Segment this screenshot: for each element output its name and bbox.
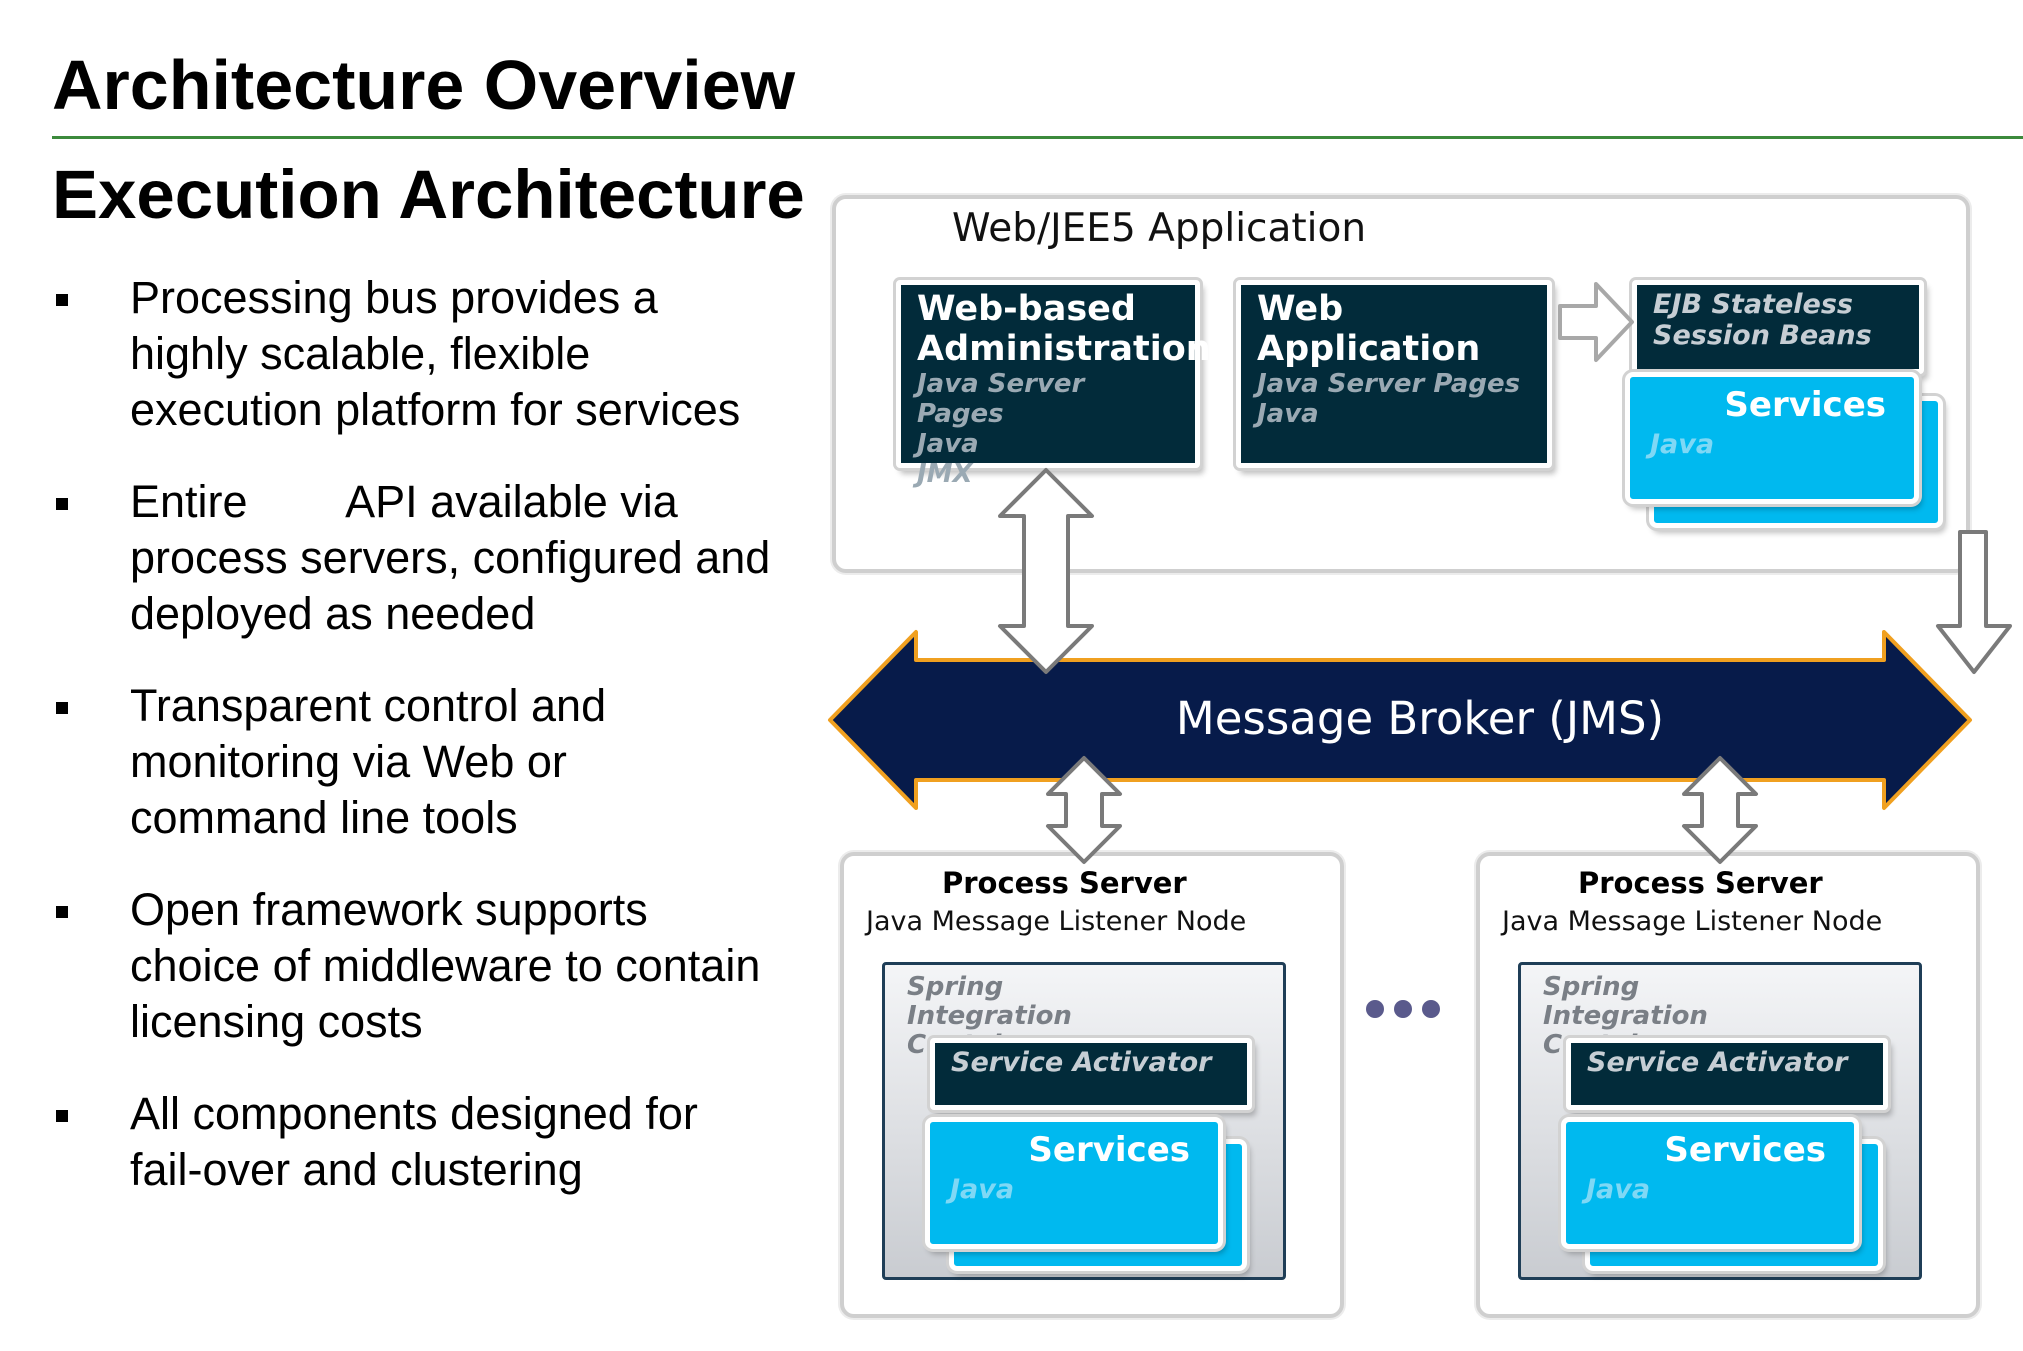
- services-tech: Java: [950, 1174, 1015, 1205]
- ellipsis-dot: [1422, 1000, 1440, 1018]
- ejb-stateless-session-beans-box: EJB Stateless Session Beans: [1632, 280, 1924, 374]
- web-based-administration-box: Web-based Administration Java Server Pag…: [896, 280, 1211, 489]
- service-activator-box: Service Activator: [1566, 1038, 1888, 1110]
- web-app-tech-line: Java: [1257, 399, 1319, 429]
- app-services-stack: Services Java: [1625, 372, 1945, 532]
- process-server-subtitle: Java Message Listener Node: [1502, 906, 1883, 937]
- bullet-marker: [56, 906, 68, 918]
- web-admin-tech-line: Java Server Pages: [917, 369, 1085, 429]
- web-admin-tech-line: Java: [917, 429, 979, 459]
- ejb-title: EJB Stateless Session Beans: [1653, 289, 1872, 351]
- bullet-item: Processing bus provides a highly scalabl…: [52, 270, 772, 438]
- bullet-item: Entire API available via process servers…: [52, 474, 772, 642]
- ellipsis-dot: [1394, 1000, 1412, 1018]
- bullet-item: Open framework supports choice of middle…: [52, 882, 772, 1050]
- process-server-subtitle: Java Message Listener Node: [866, 906, 1247, 937]
- process-services-stack: Services Java: [1561, 1117, 1891, 1277]
- message-broker-arrow: [828, 630, 1972, 810]
- web-application-box: Web Application Java Server Pages Java: [1236, 280, 1552, 468]
- service-activator-box: Service Activator: [930, 1038, 1252, 1110]
- service-activator-label: Service Activator: [951, 1047, 1212, 1078]
- web-app-tech-line: Java Server Pages: [1257, 369, 1521, 399]
- bullet-item: Transparent control and monitoring via W…: [52, 678, 772, 846]
- arrows-layer: [828, 282, 2012, 864]
- services-broker-down-arrow: [1936, 530, 2012, 674]
- process-server-title: Process Server: [942, 866, 1187, 900]
- slide-subtitle: Execution Architecture: [52, 156, 805, 233]
- services-card: Services Java: [925, 1117, 1223, 1249]
- services-card: Services Java: [1561, 1117, 1859, 1249]
- service-activator-label: Service Activator: [1587, 1047, 1848, 1078]
- bullet-list: Processing bus provides a highly scalabl…: [52, 270, 772, 1234]
- web-admin-tech-line: JMX: [917, 459, 973, 489]
- services-card: Services Java: [1625, 372, 1919, 504]
- services-label: Services: [1724, 385, 1886, 425]
- bullet-marker: [56, 1110, 68, 1122]
- services-tech: Java: [1650, 429, 1715, 460]
- slide-title: Architecture Overview: [52, 46, 796, 124]
- admin-broker-double-arrow: [998, 468, 1094, 674]
- broker-process-server-right-double-arrow: [1682, 756, 1758, 864]
- broker-process-server-left-double-arrow: [1046, 756, 1122, 864]
- message-broker-label: Message Broker (JMS): [1175, 692, 1665, 745]
- process-services-stack: Services Java: [925, 1117, 1255, 1277]
- bullet-marker: [56, 294, 68, 306]
- ellipsis-dot: [1366, 1000, 1384, 1018]
- web-based-administration-title: Web-based Administration: [917, 289, 1211, 369]
- services-label: Services: [1028, 1130, 1190, 1170]
- architecture-diagram: Web/JEE5 Application Web-based Administr…: [820, 180, 2020, 1320]
- bullet-item: All components designed for fail-over an…: [52, 1086, 772, 1198]
- bullet-marker: [56, 702, 68, 714]
- web-jee5-application-label: Web/JEE5 Application: [952, 206, 1367, 251]
- webapp-ejb-right-arrow: [1558, 282, 1634, 362]
- services-tech: Java: [1586, 1174, 1651, 1205]
- services-label: Services: [1664, 1130, 1826, 1170]
- process-server-title: Process Server: [1578, 866, 1823, 900]
- bullet-marker: [56, 498, 68, 510]
- web-application-title: Web Application: [1257, 289, 1481, 369]
- title-divider: [52, 136, 2023, 139]
